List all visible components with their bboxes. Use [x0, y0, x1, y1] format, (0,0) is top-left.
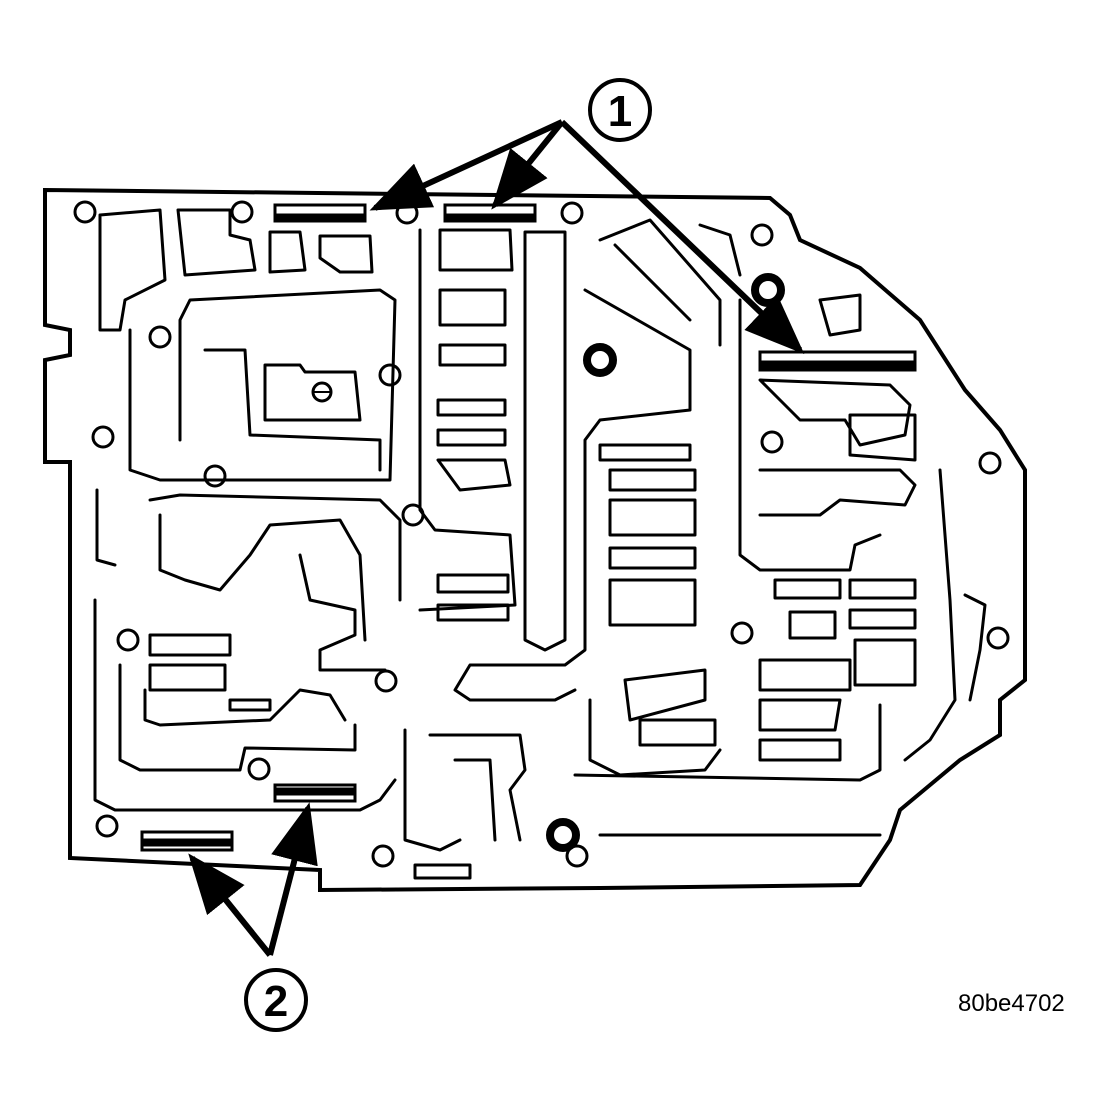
- callout-2-label: 2: [264, 977, 288, 1026]
- callout-1: 1: [588, 78, 652, 142]
- callout-2-arrows: [188, 802, 318, 957]
- callout-2: 2: [244, 968, 308, 1032]
- valve-body-plate-outline: [43, 187, 1027, 893]
- mounting-holes: [73, 200, 1010, 868]
- figure-id: 80be4702: [958, 990, 1065, 1017]
- callout-1-arrows: [369, 119, 805, 355]
- callout-1-label: 1: [608, 87, 632, 136]
- fluid-passages: [93, 208, 987, 880]
